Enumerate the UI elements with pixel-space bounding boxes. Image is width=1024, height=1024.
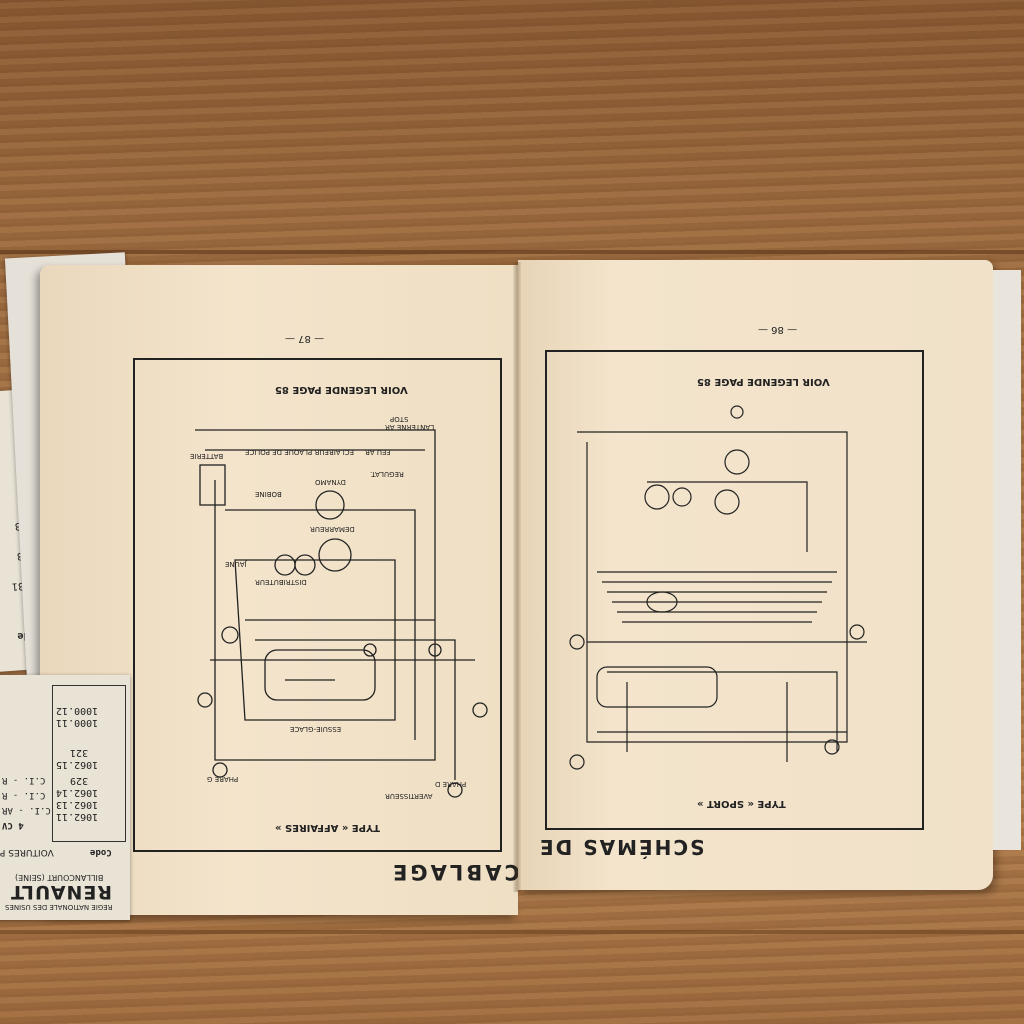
legend-note: VOIR LEGENDE PAGE 85: [697, 376, 830, 387]
section-title: VOITURES P: [0, 847, 54, 857]
type-caption: TYPE « AFFAIRES »: [275, 822, 381, 833]
diagram-label: JAUNE: [225, 560, 247, 568]
code: 1062.13: [56, 799, 99, 810]
type-caption: TYPE « SPORT »: [697, 798, 786, 809]
item: C.I. - R: [2, 790, 46, 800]
wiring-diagram-frame: VOIR LEGENDE PAGE 85 STOP LANTERNE AR FE…: [133, 358, 502, 852]
code: 1062.15: [56, 759, 99, 770]
code: 329: [70, 775, 89, 786]
diagram-label: ESSUIE-GLACE: [290, 725, 342, 733]
page-number: — 86 —: [758, 324, 798, 335]
renault-price-card: 1000.12 1000.11 321 1062.15 329 1062.14 …: [0, 675, 130, 920]
plank-seam: [0, 930, 1024, 934]
diagram-label: BATTERIE: [190, 452, 224, 460]
item: C.I. - R: [2, 775, 46, 785]
code-column: [52, 685, 126, 842]
diagram-label: DISTRIBUTEUR: [255, 578, 307, 586]
diagram-label: PHARE G: [207, 775, 239, 783]
code: 1000.11: [56, 717, 99, 728]
wiring-diagram-frame: VOIR LEGENDE PAGE 85 TYPE « SPORT »: [545, 350, 924, 830]
renault-logo-text: RENAULT: [10, 881, 112, 903]
diagram-label: PHARE D: [435, 780, 467, 788]
code: 321: [70, 747, 89, 758]
schemas-title: SCHÉMAS DE: [538, 835, 705, 859]
page-number: — 87 —: [285, 333, 325, 344]
code: 1000.12: [56, 705, 99, 716]
diagram-label: DYNAMO: [315, 478, 346, 486]
wiring-diagram: [195, 429, 488, 798]
diagram-label: FEU AR: [365, 448, 391, 456]
diagram-label: STOP: [390, 415, 409, 423]
diagram-label: ECLAIREUR PLAQUE DE POLICE: [245, 448, 354, 456]
page-edge: [993, 270, 1021, 850]
wiring-diagram: [569, 405, 867, 770]
regie-header: REGIE NATIONALE DES USINES: [5, 903, 113, 911]
book-spine-gutter: [513, 262, 521, 892]
code-header: Code: [90, 847, 112, 857]
diagram-label: AVERTISSEUR: [385, 792, 433, 800]
item: C.I. - AR: [2, 805, 51, 815]
diagram-label: LANTERNE AR: [385, 423, 435, 431]
diagram-label: REGULAT.: [370, 470, 404, 478]
diagram-label: BOBINE: [255, 490, 282, 498]
right-page: — 86 — VOIR LEGENDE PAGE 85 TYPE « SPORT…: [518, 260, 1021, 890]
diagram-label: DEMARREUR: [310, 525, 355, 533]
plank-seam: [0, 250, 1024, 254]
cablage-title: CABLAGE: [390, 860, 520, 884]
code: 1062.14: [56, 787, 99, 798]
code: 1062.11: [56, 811, 99, 822]
legend-note: VOIR LEGENDE PAGE 85: [275, 384, 408, 395]
item: 4 CV: [2, 820, 24, 830]
